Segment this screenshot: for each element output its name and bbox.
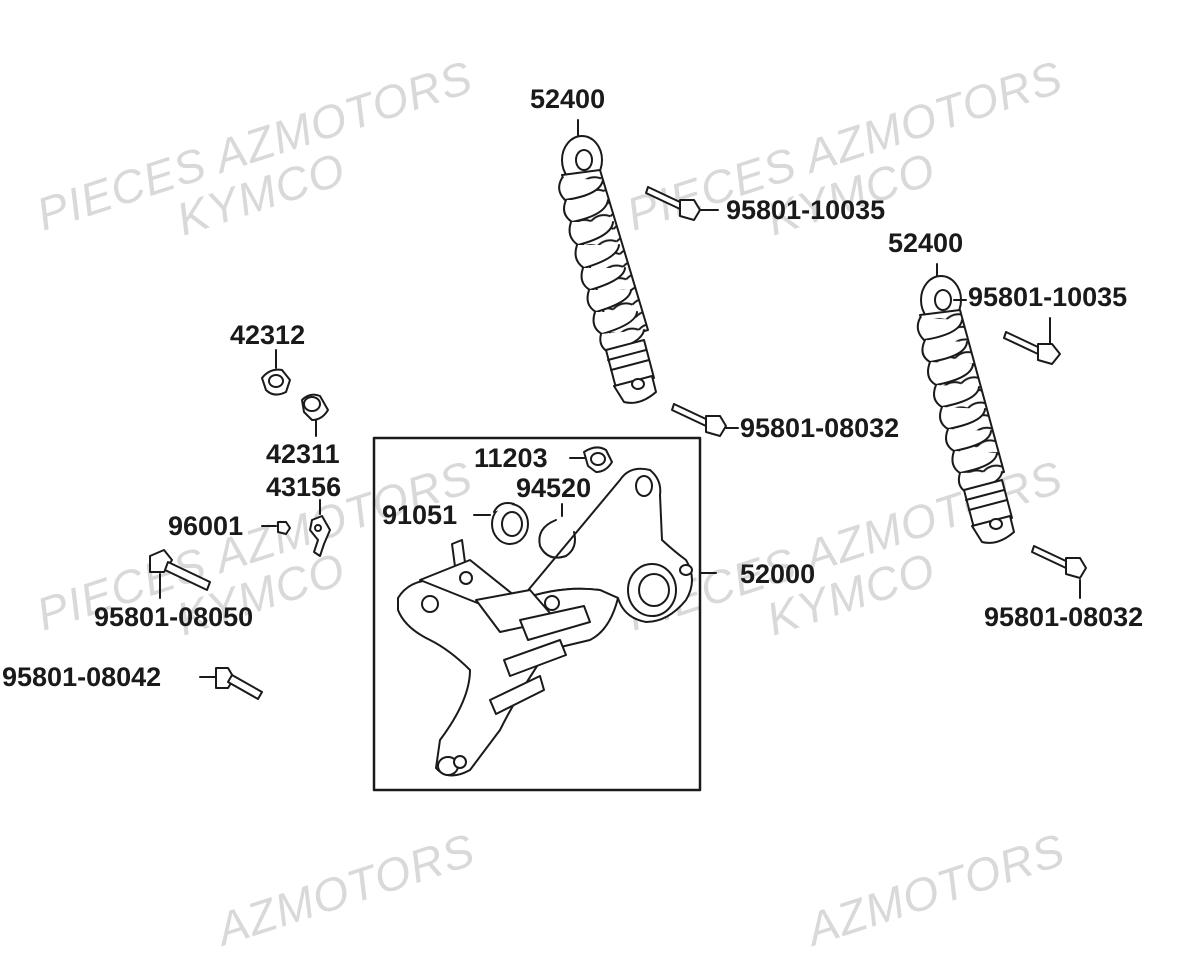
bolt-lower-left xyxy=(671,403,739,437)
bushing-part xyxy=(301,393,329,437)
bolt-upper-right xyxy=(1003,317,1061,365)
part-number-label: 95801-08032 xyxy=(740,413,900,443)
part-number-label: 95801-08050 xyxy=(94,602,254,632)
part-number-label: 95801-08042 xyxy=(2,662,162,692)
swing-arm-part xyxy=(397,467,693,777)
shock-absorber-left xyxy=(558,119,657,404)
part-number-label: 43156 xyxy=(266,472,342,502)
part-number-label: 42311 xyxy=(266,439,340,469)
part-number-label: 91051 xyxy=(382,500,458,530)
part-number-label: 95801-10035 xyxy=(968,282,1128,312)
collar-part xyxy=(261,349,291,396)
part-number-label: 42312 xyxy=(230,320,306,350)
exploded-parts-diagram xyxy=(149,119,1087,792)
part-number-label: 94520 xyxy=(516,473,592,503)
part-number-label: 52400 xyxy=(888,228,964,258)
bolt-long xyxy=(149,549,211,599)
part-number-label: 52000 xyxy=(740,559,816,589)
circlip-part xyxy=(538,503,576,559)
part-number-label: 96001 xyxy=(168,511,244,541)
part-number-label: 11203 xyxy=(474,443,548,473)
part-number-label: 95801-08032 xyxy=(984,602,1144,632)
part-number-label: 95801-10035 xyxy=(726,195,886,225)
bolt-upper-left xyxy=(645,186,719,221)
bearing-part xyxy=(473,502,529,545)
swing-arm-frame xyxy=(372,436,702,792)
bolt-lower-right xyxy=(1031,545,1087,599)
part-number-label: 52400 xyxy=(530,84,606,114)
shock-absorber-right xyxy=(916,263,1015,544)
small-nut xyxy=(261,521,291,535)
oil-seal-part xyxy=(569,446,613,473)
clamp-part xyxy=(309,499,331,557)
bolt-side xyxy=(199,667,263,700)
